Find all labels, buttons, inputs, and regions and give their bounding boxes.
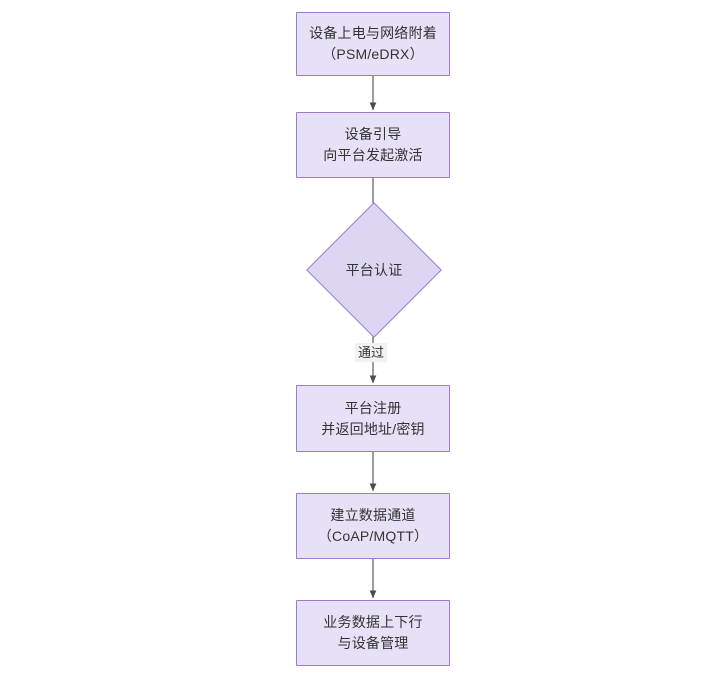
node-label: 平台注册 并返回地址/密钥 — [321, 399, 425, 437]
node-label: 建立数据通道 （CoAP/MQTT） — [317, 507, 429, 544]
node-platform-auth-decision[interactable]: 平台认证 — [306, 202, 442, 338]
node-platform-register[interactable]: 平台注册 并返回地址/密钥 — [296, 385, 450, 452]
node-label: 业务数据上下行 与设备管理 — [323, 614, 423, 651]
edge-label-pass: 通过 — [355, 343, 388, 362]
node-label: 设备引导 向平台发起激活 — [323, 126, 423, 163]
node-business-data-and-device-management[interactable]: 业务数据上下行 与设备管理 — [296, 600, 450, 666]
node-label: 平台认证 — [345, 261, 403, 278]
node-label: 设备上电与网络附着 （PSM/eDRX） — [309, 25, 437, 62]
node-device-power-on[interactable]: 设备上电与网络附着 （PSM/eDRX） — [296, 12, 450, 76]
node-establish-data-channel[interactable]: 建立数据通道 （CoAP/MQTT） — [296, 493, 450, 559]
node-device-bootstrap[interactable]: 设备引导 向平台发起激活 — [296, 112, 450, 178]
